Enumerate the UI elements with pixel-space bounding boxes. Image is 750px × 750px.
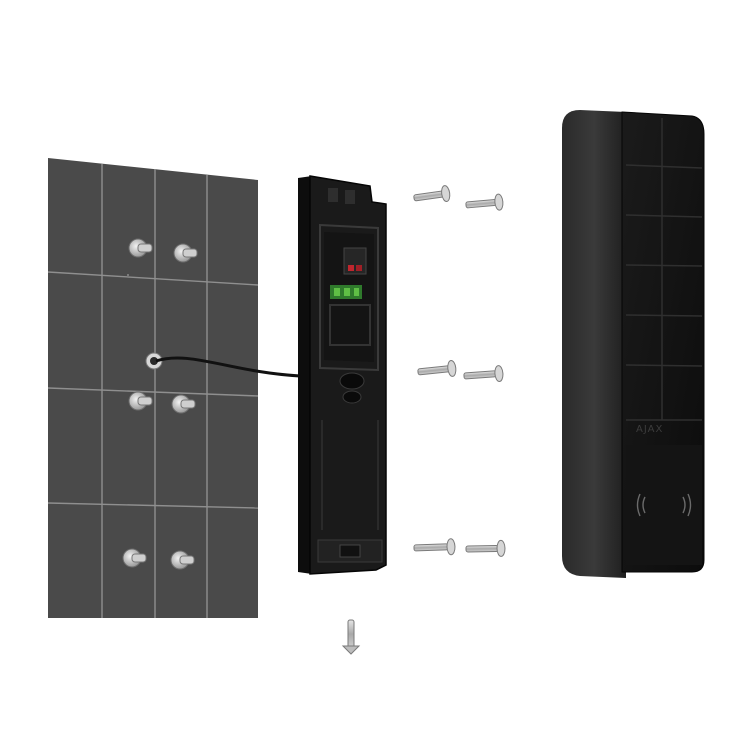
mounting-bracket-icon (298, 175, 387, 575)
nfc-waves-icon (636, 493, 692, 517)
power-cable-icon (145, 352, 301, 378)
tiled-wall-icon (47, 158, 259, 618)
brand-logo: AJAX (636, 424, 663, 435)
wall-plug-icon (122, 238, 198, 570)
screw-icon (413, 185, 506, 557)
security-screw-icon (341, 619, 361, 655)
keypad-device-icon: AJAX (562, 110, 705, 578)
